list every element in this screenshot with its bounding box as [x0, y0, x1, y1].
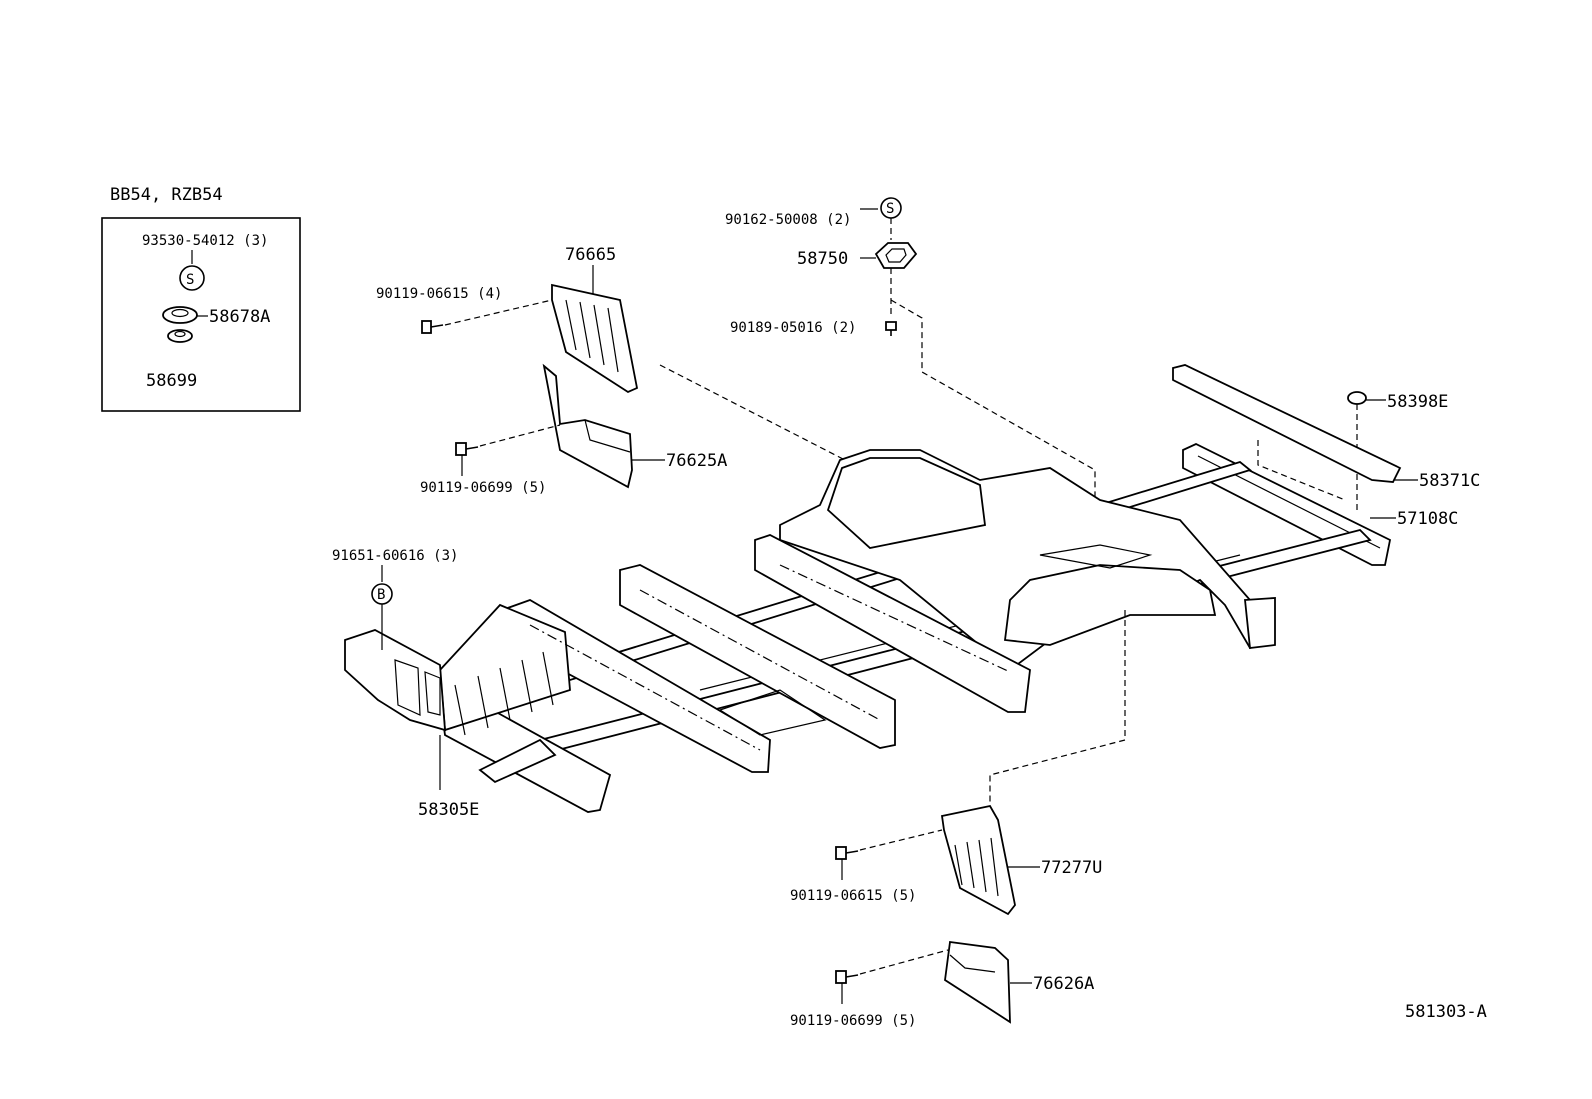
inset-frame: [101, 217, 301, 412]
label-58305E: 58305E: [418, 800, 479, 820]
crossmember-stub-icon: [478, 738, 557, 784]
hanger-right-icon: [1244, 597, 1276, 650]
label-76625A: 76625A: [666, 451, 727, 471]
wheel-house-left-icon: [826, 457, 986, 549]
washer-58678a-icon: [162, 306, 198, 324]
label-90119-5c: 90119-06699 (5): [790, 1013, 916, 1029]
right-mudguard-group: 77277U 90119-06615 (5) 76626A 90119-0669…: [790, 610, 1126, 1029]
crossmember-2-icon: [619, 564, 896, 749]
mud-guard-77277u-icon: [940, 804, 1016, 916]
left-mudguard-group: 76665 90119-06615 (4) 76625A 90119-06699…: [376, 245, 846, 496]
bolt-90119-4-icon: [421, 320, 432, 334]
label-58398E: 58398E: [1387, 392, 1448, 412]
mud-flap-76626a-icon: [944, 940, 1011, 1024]
crossmember-1-icon: [754, 534, 1031, 713]
bracket-58371c-icon: [1172, 364, 1402, 483]
rear-bracket-58305e-icon: [344, 629, 446, 732]
inset-s-symbol: S: [186, 272, 194, 288]
plug-58750-icon: [874, 242, 918, 269]
inset-title: BB54, RZB54: [110, 185, 223, 205]
inset-part-a: 58678A: [209, 307, 270, 327]
screw-90189-icon: [885, 321, 897, 331]
diagram-code: 581303-A: [1405, 1002, 1487, 1022]
inset-s-symbol-icon: [179, 265, 205, 291]
top-center-group: 90162-50008 (2) S 58750 90189-05016 (2): [725, 197, 1096, 560]
label-76626A: 76626A: [1033, 974, 1094, 994]
label-90119-5b: 90119-06615 (5): [790, 888, 916, 904]
inset-box: BB54, RZB54 93530-54012 (3) S 58678A 586…: [101, 185, 301, 412]
bolt-90119-5a-icon: [455, 442, 467, 456]
plug-58398e-icon: [1347, 391, 1367, 405]
b-symbol: B: [377, 587, 385, 603]
bolt-90119-5c-icon: [835, 970, 847, 984]
s-symbol-top: S: [886, 201, 894, 217]
label-57108C: 57108C: [1397, 509, 1458, 529]
label-58371C: 58371C: [1419, 471, 1480, 491]
label-91651: 91651-60616 (3): [332, 548, 458, 564]
label-90119-5a: 90119-06699 (5): [420, 480, 546, 496]
mud-guard-76665-icon: [551, 283, 639, 394]
label-90119-4: 90119-06615 (4): [376, 286, 502, 302]
right-rail-group: 58398E 58371C 57108C: [1172, 364, 1480, 566]
floor-pan-assembly: [344, 449, 1372, 813]
inset-part-b: 58699: [146, 371, 197, 391]
bolt-91651-group: 91651-60616 (3) B 58305E: [332, 548, 479, 820]
mud-flap-76625a-icon: [542, 363, 633, 489]
wheel-house-right-icon: [1003, 564, 1217, 646]
inset-bolt-label: 93530-54012 (3): [142, 233, 268, 249]
label-90189: 90189-05016 (2): [730, 320, 856, 336]
label-77277U: 77277U: [1041, 858, 1102, 878]
label-58750: 58750: [797, 249, 848, 269]
label-76665: 76665: [565, 245, 616, 265]
bolt-90119-5b-icon: [835, 846, 847, 860]
label-90162: 90162-50008 (2): [725, 212, 851, 228]
